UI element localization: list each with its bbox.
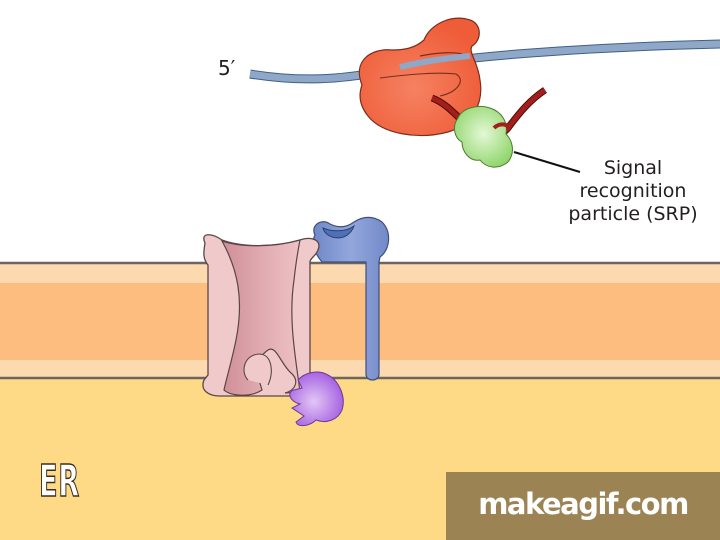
srp-receptor bbox=[312, 216, 390, 381]
srp-leader-line bbox=[513, 151, 581, 173]
srp-particle bbox=[454, 105, 513, 168]
srp-label-line-3: particle (SRP) bbox=[568, 203, 698, 225]
translocon-channel bbox=[202, 234, 320, 397]
er-compartment-label: ER bbox=[39, 456, 80, 507]
watermark-text: makeagif.com bbox=[478, 487, 689, 521]
srp-label-line-1: Signal bbox=[603, 157, 663, 179]
signal-peptidase bbox=[289, 371, 344, 427]
er-membrane bbox=[0, 261, 720, 380]
watermark-banner: makeagif.com bbox=[446, 472, 720, 540]
srp-label-line-2: recognition bbox=[579, 180, 687, 202]
srp-label: Signal recognition particle (SRP) bbox=[548, 157, 718, 226]
mrna-5prime-label: 5′ bbox=[218, 56, 236, 80]
